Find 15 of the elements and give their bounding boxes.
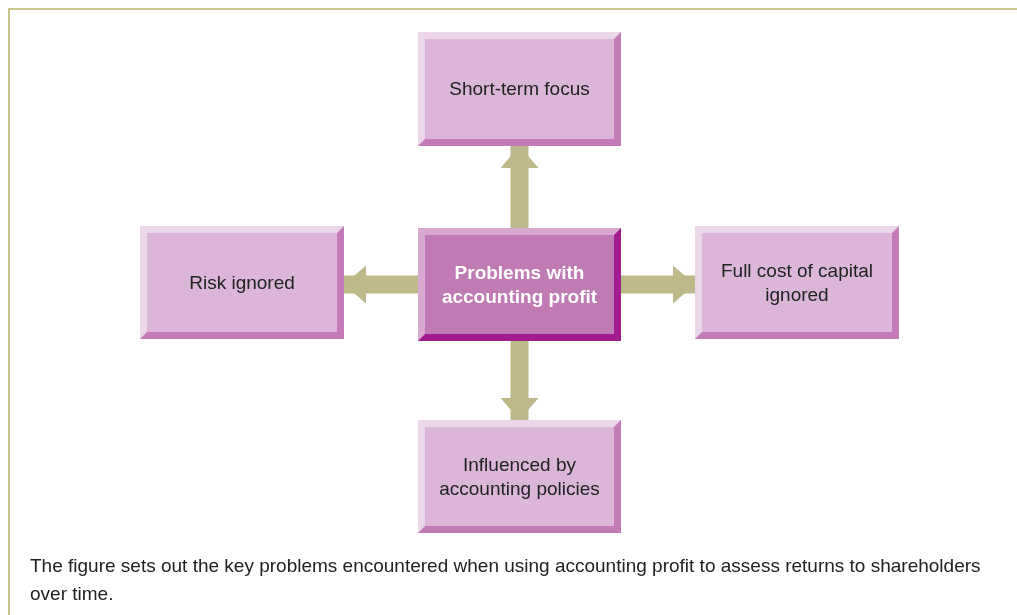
problem-box <box>418 420 621 533</box>
central-box <box>418 228 621 341</box>
box-label: Full cost of capital ignored <box>719 258 875 307</box>
arrow <box>621 265 695 304</box>
box-label: Influenced by accounting policies <box>438 452 601 501</box>
problem-box <box>418 32 621 146</box>
arrow <box>500 146 539 228</box>
problem-box <box>695 226 899 339</box>
arrow <box>344 265 418 304</box>
box-label: Short-term focus <box>449 77 590 101</box>
problem-box <box>140 226 344 339</box>
box-label: Risk ignored <box>189 270 295 295</box>
caption: The figure sets out the key problems encountered when using accounting profit to assess returns to shareholders over time. <box>30 554 982 606</box>
box-label: Problems with accounting profit <box>440 260 599 309</box>
arrow <box>500 341 539 420</box>
